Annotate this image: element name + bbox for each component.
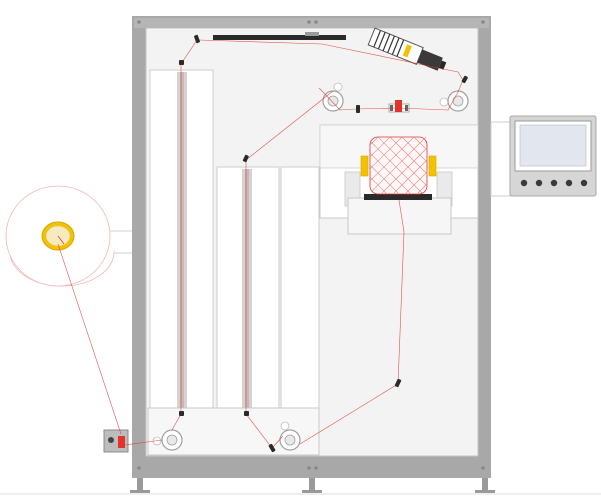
thread-guides <box>179 34 468 453</box>
roller-bottom-right-core <box>284 434 296 446</box>
cross-wound-package-icon <box>360 136 437 195</box>
frame-screw <box>307 20 311 24</box>
feed-unit-motor <box>417 49 443 71</box>
spool-core-mark <box>57 235 65 245</box>
frame-screw <box>481 20 485 24</box>
column-panel-right <box>280 166 320 411</box>
foot-pad <box>302 490 322 493</box>
controller-button <box>565 179 573 187</box>
frame-screw <box>307 466 311 470</box>
thread-guide <box>179 411 184 416</box>
thread-guide <box>179 60 184 65</box>
controller-screen <box>519 124 587 167</box>
roller-bottom-left-core <box>166 434 178 446</box>
thread-guide <box>244 411 249 416</box>
frame-screw <box>137 466 141 470</box>
bottom-cabinet <box>147 407 320 456</box>
frame-screw <box>481 466 485 470</box>
sensor-knob <box>108 437 114 443</box>
thread-segment-spool-to-sensor <box>57 243 122 435</box>
roller-left-top-hub <box>333 82 343 92</box>
foot <box>137 478 143 490</box>
package-cap-left <box>360 155 369 177</box>
package-body <box>369 136 428 195</box>
thread-guide <box>356 105 360 113</box>
thread-guide <box>461 75 468 84</box>
controller-button <box>580 179 588 187</box>
package-cap-right <box>428 155 437 177</box>
feed-unit-accent <box>402 44 412 58</box>
foot <box>309 478 315 490</box>
controller-arm <box>490 121 512 197</box>
process-shelf <box>364 194 432 200</box>
frame-screw <box>314 466 318 470</box>
roller-right-top-hub <box>439 97 449 107</box>
touch-panel-controller-icon <box>490 115 597 197</box>
storage-columns <box>149 69 320 411</box>
thread-segment-top-rollers <box>318 79 464 111</box>
thread-feed-unit-icon <box>367 27 447 71</box>
frame-left-post <box>132 16 146 478</box>
top-rail <box>134 18 489 28</box>
machine-feet <box>0 478 601 495</box>
column-middle-slot-shade <box>245 169 249 408</box>
roller-right-top-core <box>452 95 464 107</box>
thread-guide <box>194 34 200 44</box>
tensioner-disc <box>395 100 402 112</box>
supply-spool <box>5 185 135 287</box>
roller-bottom-right-hub <box>280 421 290 431</box>
frame-bottom-bar <box>132 456 491 478</box>
column-left-slot-shade <box>180 72 184 408</box>
roller-left-top-core <box>327 95 339 107</box>
top-guide-bar <box>213 32 346 40</box>
foot <box>482 478 488 490</box>
feed-unit-motor-cap <box>438 60 447 70</box>
thread-segment-sensor-to-roller <box>124 439 163 446</box>
guide-bar-clip <box>305 32 319 36</box>
frame-screw <box>314 20 318 24</box>
guide-bar <box>213 35 346 40</box>
controller-button <box>550 179 558 187</box>
tensioner-stud-right <box>405 105 408 111</box>
thread-segment-top-run <box>198 39 464 81</box>
frame-screw <box>137 20 141 24</box>
left-sensor-unit <box>103 429 129 453</box>
controller-button <box>535 179 543 187</box>
foot-pad <box>130 490 150 493</box>
feed-unit-ribs <box>373 30 405 57</box>
frame-right-post <box>478 16 491 478</box>
package-crosshatch <box>369 136 428 194</box>
foot-pad <box>475 490 495 493</box>
thread-segment-left-column <box>171 39 198 431</box>
controller-buttons <box>520 179 588 187</box>
thread-guide <box>268 443 276 453</box>
thread-guide <box>242 154 249 163</box>
controller-button <box>520 179 528 187</box>
thread-segment-to-package <box>299 199 405 445</box>
sensor-face <box>118 436 125 448</box>
top-rollers <box>322 82 469 112</box>
thread-guide <box>394 378 402 388</box>
process-block <box>319 124 479 235</box>
